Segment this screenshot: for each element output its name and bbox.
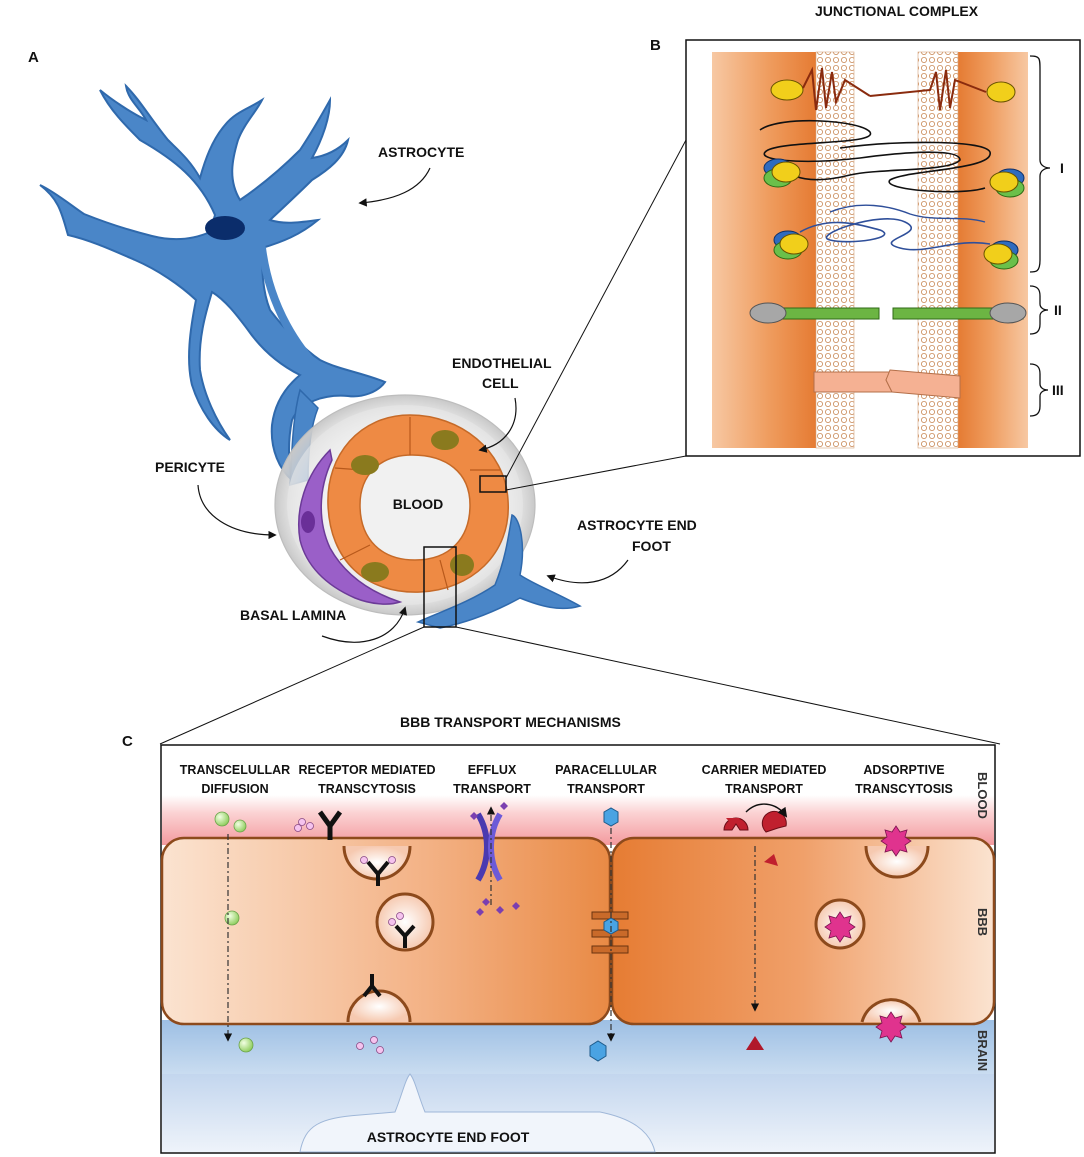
side-label-brain: BRAIN [975,1030,990,1071]
mechanism-3-line2: TRANSPORT [453,782,531,796]
panel-b-title: JUNCTIONAL COMPLEX [815,3,979,19]
occludin-strands [802,66,987,111]
zoom-box-junction [479,475,507,493]
mechanism-1-line1: TRANSCELULLAR [180,763,290,777]
bracket-label-III: III [1052,382,1064,398]
endothelial-label-1: ENDOTHELIAL [452,355,552,371]
mechanism-6-line2: TRANSCYTOSIS [855,782,953,796]
mechanism-labels: TRANSCELULLAR DIFFUSION RECEPTOR MEDIATE… [180,763,953,796]
receptor-transcytosis [294,810,435,1054]
astrocyte-nucleus [205,216,245,240]
panel-c-letter: C [122,733,133,750]
zoom-box-transport [423,546,457,628]
zo-protein [986,81,1016,103]
pericyte-label: PERICYTE [155,459,225,475]
blood-label: BLOOD [393,496,444,512]
panel-c-title: BBB TRANSPORT MECHANISMS [400,714,621,730]
mechanism-3-line1: EFFLUX [468,763,517,777]
side-label-blood: BLOOD [975,772,990,819]
bracket-label-II: II [1054,302,1062,318]
panel-a: A BLOOD ASTROCYTE ENDOTHELIAL C [28,49,1001,745]
endothelial-nucleus [351,455,379,475]
astrocyte-cell [39,83,387,483]
basal-lamina-label: BASAL LAMINA [240,607,346,623]
mechanism-5-line2: TRANSPORT [725,782,803,796]
mechanism-5-line1: CARRIER MEDIATED [702,763,827,777]
panel-b-letter: B [650,37,661,54]
lipophilic-molecule [233,819,247,833]
endothelial-cell-right [610,836,996,1026]
mechanism-2-line2: TRANSCYTOSIS [318,782,416,796]
end-foot-label-2: FOOT [632,538,671,554]
efflux-pump [470,802,520,916]
astrocyte-process [258,244,324,374]
catenin-left [749,302,787,324]
brain-band [162,1020,994,1074]
side-label-bbb: BBB [975,908,990,936]
end-foot-label-1: ASTROCYTE END [577,517,697,533]
blue-junction-strands [799,218,991,251]
adsorptive-transcytosis [814,825,930,1043]
lipophilic-molecule [224,910,240,926]
mechanism-2-line1: RECEPTOR MEDIATED [298,763,435,777]
endothelial-label-2: CELL [482,375,519,391]
pericyte-nucleus [301,511,315,533]
pericyte-cell [298,448,403,605]
lipophilic-molecule [214,811,230,827]
endothelial-nucleus [361,562,389,582]
endothelial-nucleus [431,430,459,450]
astrocyte-end-foot-label: ASTROCYTE END FOOT [367,1129,530,1145]
jam-protein [771,161,801,183]
paracellular-path [589,807,619,1062]
panel-c: BBB TRANSPORT MECHANISMS C [122,714,996,1154]
jam-protein [989,171,1019,193]
endothelial-nucleus [450,554,474,576]
connexon-left [813,371,893,393]
carrier-transport [723,803,788,1050]
lipophilic-molecule [238,1037,254,1053]
zo-protein [983,243,1013,265]
claudin-loops [759,119,961,181]
mechanism-4-line1: PARACELLULAR [555,763,657,777]
mechanism-1-line2: DIFFUSION [201,782,268,796]
panel-a-letter: A [28,49,39,66]
connexon-right [885,369,961,399]
zo-protein [770,79,804,101]
mechanism-6-line1: ADSORPTIVE [863,763,944,777]
astrocyte-end-foot [415,513,582,629]
bracket-label-I: I [1060,160,1064,176]
catenin-right [989,302,1027,324]
panel-b: JUNCTIONAL COMPLEX B [650,3,1081,457]
zo-protein [779,233,809,255]
astrocyte-label: ASTROCYTE [378,144,464,160]
mechanism-4-line2: TRANSPORT [567,782,645,796]
